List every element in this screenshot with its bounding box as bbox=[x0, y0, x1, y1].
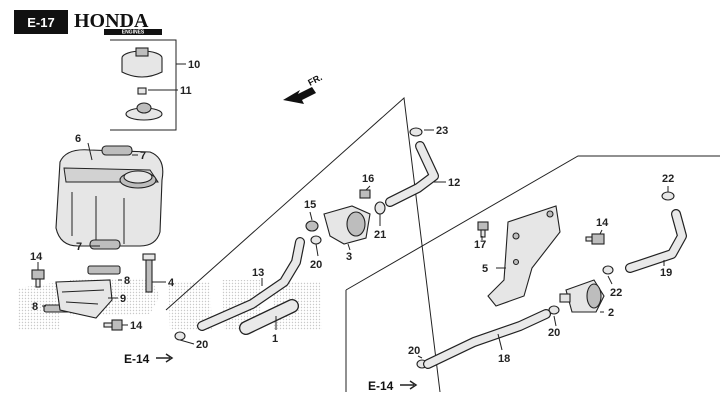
section-badge-label: E-17 bbox=[27, 15, 54, 30]
grommet-upper bbox=[101, 145, 133, 156]
header: E-17 HONDA ENGINES bbox=[14, 10, 162, 36]
brand-logo: HONDA bbox=[74, 10, 149, 32]
leader-lines bbox=[37, 63, 669, 359]
valve-bracket-5 bbox=[487, 205, 561, 307]
part-label-7-upper: 7 bbox=[140, 150, 146, 162]
mount-pad-upper bbox=[87, 265, 121, 275]
grommet-lower bbox=[89, 239, 121, 250]
part-label-8-upper: 8 bbox=[124, 275, 130, 287]
part-label-19: 19 bbox=[660, 267, 672, 279]
fuel-hose-1 bbox=[239, 299, 299, 335]
part-label-14-left-upper: 14 bbox=[30, 251, 43, 263]
section-divider bbox=[165, 96, 720, 393]
part-label-23: 23 bbox=[436, 125, 448, 137]
part-label-17: 17 bbox=[474, 239, 486, 251]
part-label-4: 4 bbox=[168, 277, 175, 289]
screw-15 bbox=[305, 220, 319, 232]
fuel-hose-13 bbox=[197, 237, 305, 331]
fuel-cap-assembly bbox=[110, 39, 177, 131]
part-number-labels: 10 11 7 6 7 8 9 8 14 14 4 13 1 20 20 15 … bbox=[30, 59, 674, 365]
fuel-hose-19 bbox=[625, 209, 687, 273]
part-label-12: 12 bbox=[448, 177, 460, 189]
part-label-1: 1 bbox=[272, 333, 278, 345]
hose-clamp-23 bbox=[409, 127, 423, 137]
part-label-5: 5 bbox=[482, 263, 488, 275]
part-label-20-right: 20 bbox=[408, 345, 420, 357]
fuel-tank bbox=[55, 149, 164, 247]
bolt-left-lower bbox=[103, 319, 123, 331]
hose-clamp-20-mid bbox=[310, 235, 322, 245]
part-label-22-lower: 22 bbox=[610, 287, 622, 299]
part-label-14-right: 14 bbox=[596, 217, 609, 229]
part-label-8-lower: 8 bbox=[32, 301, 38, 313]
cross-ref-label-left: E-14 bbox=[124, 352, 150, 366]
fuel-hose-18 bbox=[423, 309, 551, 369]
part-label-14-left-lower: 14 bbox=[130, 320, 143, 332]
part-label-13: 13 bbox=[252, 267, 264, 279]
section-badge bbox=[14, 10, 68, 34]
hose-clamp-22-lower bbox=[602, 265, 614, 275]
part-label-18: 18 bbox=[498, 353, 510, 365]
part-label-20-mid: 20 bbox=[310, 259, 322, 271]
part-label-20-valve: 20 bbox=[548, 327, 560, 339]
hose-clamp-22-upper bbox=[661, 191, 675, 201]
brand-sub-label: ENGINES bbox=[122, 30, 145, 36]
bolt-17 bbox=[477, 221, 489, 238]
fuel-valve-2 bbox=[559, 279, 605, 313]
part-label-2: 2 bbox=[608, 307, 614, 319]
hose-clamp-20-left bbox=[174, 331, 186, 341]
part-label-21: 21 bbox=[374, 229, 386, 241]
bolt-left-upper bbox=[31, 269, 45, 288]
brand-sub-bar bbox=[104, 29, 162, 35]
front-direction-label: FR. bbox=[306, 72, 323, 88]
part-label-3: 3 bbox=[346, 251, 352, 263]
tank-bracket bbox=[55, 279, 113, 319]
part-label-20-left: 20 bbox=[196, 339, 208, 351]
part-label-15: 15 bbox=[304, 199, 316, 211]
part-label-16: 16 bbox=[362, 173, 374, 185]
bolt-16 bbox=[359, 189, 371, 199]
clamp-21 bbox=[374, 201, 386, 215]
bolt-right bbox=[585, 233, 605, 245]
part-label-7-lower: 7 bbox=[76, 241, 82, 253]
cross-ref-label-right: E-14 bbox=[368, 379, 394, 393]
fuel-strainer bbox=[142, 253, 156, 293]
part-label-10: 10 bbox=[188, 59, 200, 71]
cross-reference-left: E-14 bbox=[124, 352, 174, 366]
part-label-22-upper: 22 bbox=[662, 173, 674, 185]
front-direction-arrow: FR. bbox=[283, 72, 324, 104]
part-label-11: 11 bbox=[180, 85, 192, 97]
part-label-9: 9 bbox=[120, 293, 126, 305]
fuel-hose-12 bbox=[385, 141, 439, 207]
cross-reference-right: E-14 bbox=[368, 379, 418, 393]
fuel-valve-3 bbox=[305, 189, 386, 245]
part-label-6: 6 bbox=[75, 133, 81, 145]
